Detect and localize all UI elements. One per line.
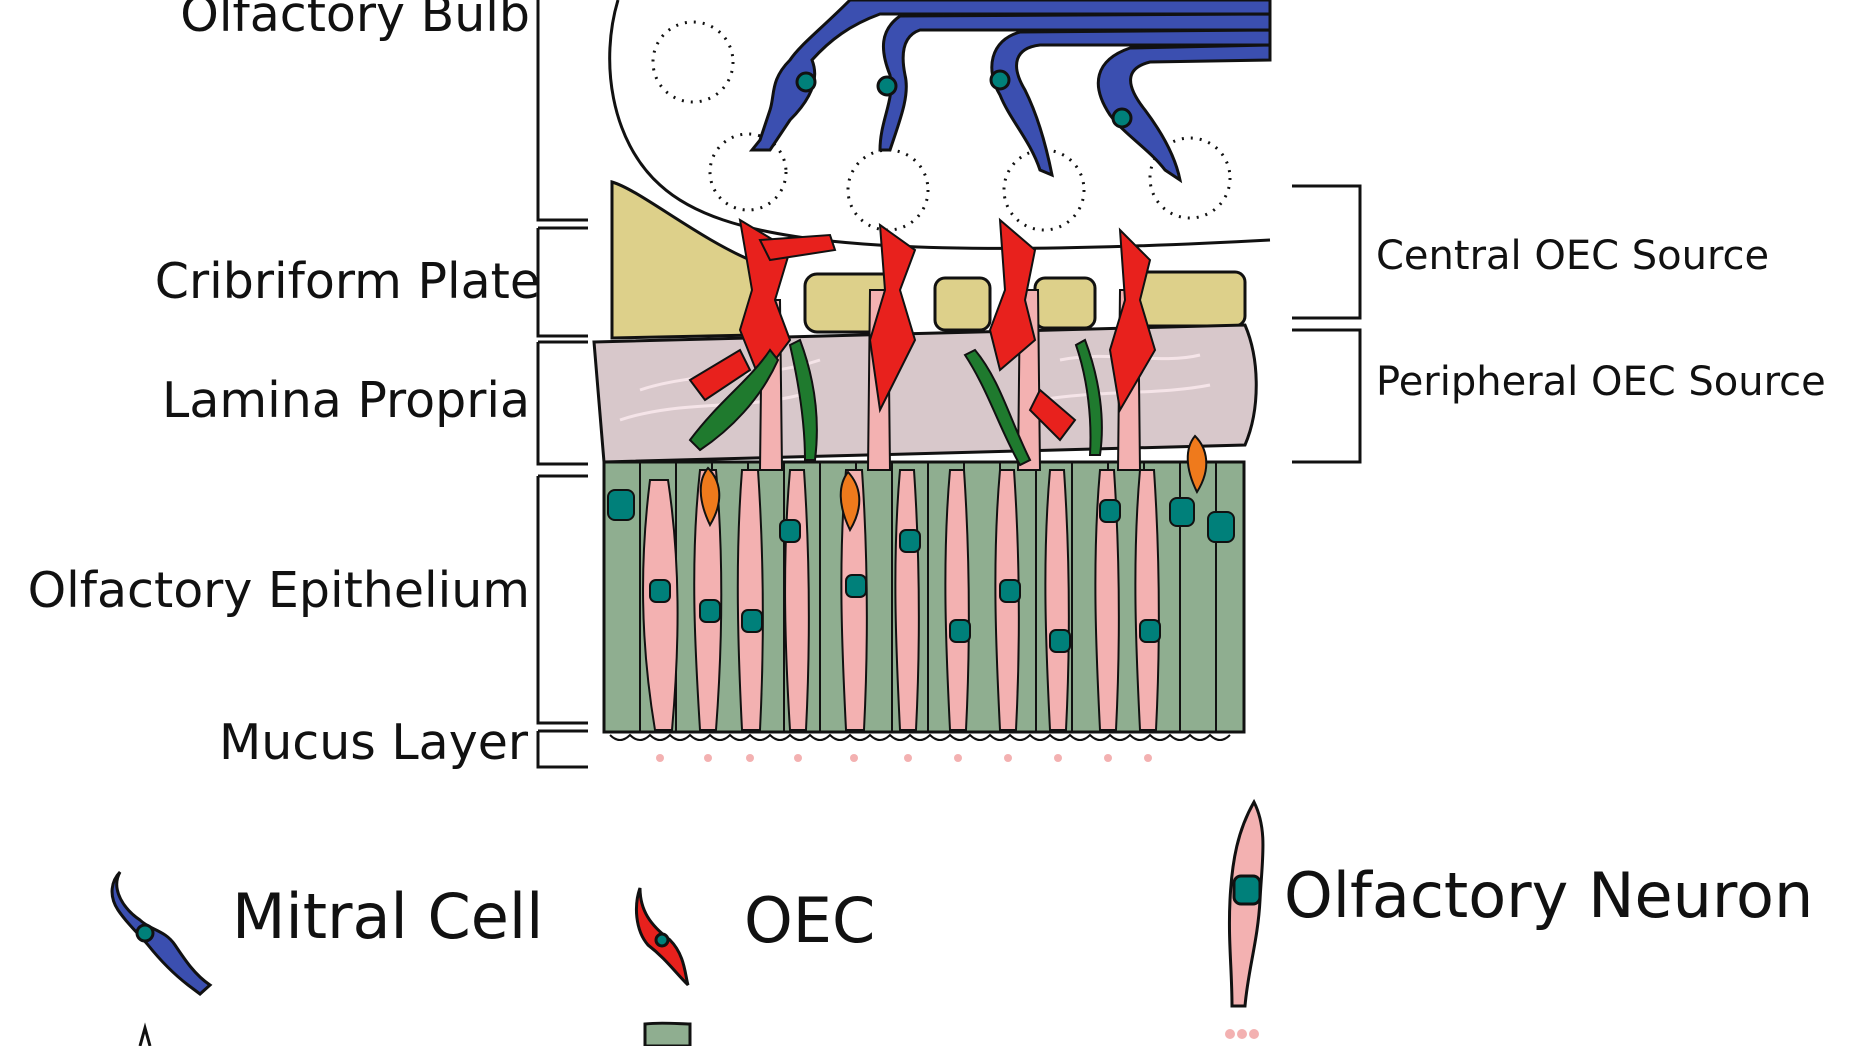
glomeruli <box>651 20 1232 232</box>
neuron-dendrite-tips <box>656 754 1152 762</box>
olfactory-neuron-legend-label: Olfactory Neuron <box>1284 859 1814 932</box>
mitral-cells <box>748 0 1272 184</box>
peripheral-oec-source-label: Peripheral OEC Source <box>1376 359 1826 405</box>
olfactory-neuron-legend-icon <box>1225 798 1265 1039</box>
central-oec-source-label: Central OEC Source <box>1376 233 1770 279</box>
mitral-cell-legend-icon <box>110 870 213 996</box>
mucus-layer-label: Mucus Layer <box>218 714 528 771</box>
legend-partial-icons <box>138 1021 692 1046</box>
cribriform-plate-label: Cribriform Plate <box>154 253 540 310</box>
neuron-nuclei <box>607 489 1235 653</box>
lamina-propria-label: Lamina Propria <box>162 372 530 429</box>
oec-legend-icon <box>634 887 690 987</box>
olfactory-epithelium-label: Olfactory Epithelium <box>27 562 530 619</box>
left-brackets <box>536 0 588 769</box>
right-brackets <box>1292 184 1362 464</box>
mitral-cell-legend-label: Mitral Cell <box>232 880 544 953</box>
cribriform-plate <box>610 180 1247 340</box>
green-cells <box>688 338 1103 467</box>
olfactory-neurons <box>642 289 1160 731</box>
oec-legend-label: OEC <box>744 884 876 957</box>
mucus-cilia <box>609 733 1231 741</box>
oec-cells <box>688 217 1157 442</box>
orange-cells <box>699 434 1208 533</box>
olfactory-bulb-label: Olfactory Bulb <box>180 0 530 43</box>
